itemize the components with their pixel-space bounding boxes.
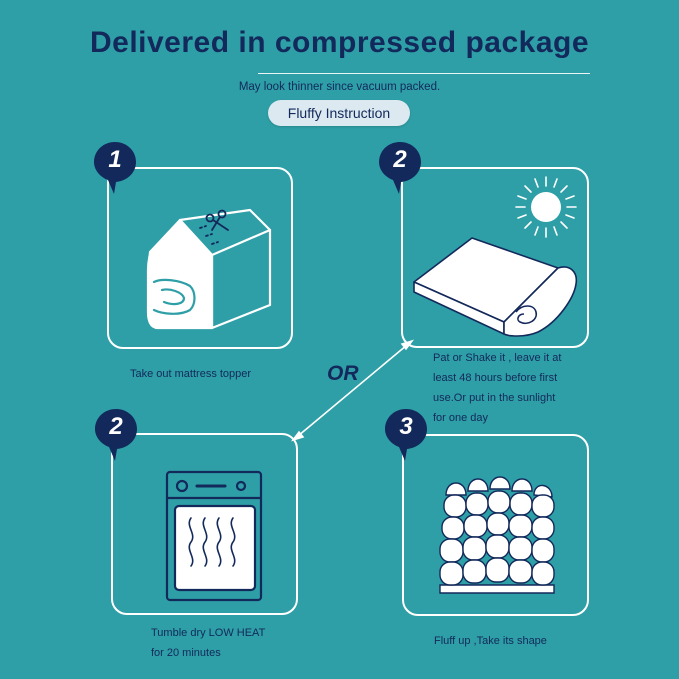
caption-line: Tumble dry LOW HEAT [151, 627, 266, 639]
step-3-caption: Fluff up ,Take its shape [434, 631, 547, 651]
badge-shape-icon [385, 409, 427, 461]
caption-line: Fluff up ,Take its shape [434, 635, 547, 647]
step-3-number: 3 [399, 413, 413, 440]
badge-shape-icon [94, 142, 136, 194]
step-2-dryer-caption: Tumble dry LOW HEAT for 20 minutes [151, 623, 265, 663]
or-double-arrow-icon [290, 339, 415, 442]
dryer-icon [165, 470, 263, 602]
caption-line: for one day [433, 412, 489, 424]
caption-line: for 20 minutes [151, 647, 221, 659]
scissors-package-icon [146, 208, 272, 330]
badge-shape-icon [95, 409, 137, 461]
step-3-badge: 3 [383, 407, 429, 461]
caption-line: Take out mattress topper [130, 368, 252, 380]
caption-line: use.Or put in the sunlight [433, 392, 556, 404]
badge-shape-icon [379, 142, 421, 194]
step-2-sun-number: 2 [393, 146, 407, 173]
step-1-panel [107, 167, 293, 349]
step-1-number: 1 [108, 146, 122, 173]
step-2-sun-badge: 2 [377, 140, 423, 194]
step-2-sun-caption: Pat or Shake it , leave it at least 48 h… [433, 348, 561, 428]
caption-line: least 48 hours before first [433, 372, 558, 384]
step-3-panel [402, 434, 589, 616]
step-1-caption: Take out mattress topper [130, 364, 251, 384]
step-1-badge: 1 [92, 140, 138, 194]
step-2-sun-panel [401, 167, 589, 348]
sunlight-rolled-topper-icon [413, 176, 578, 337]
or-label: OR [327, 362, 359, 385]
step-2-dryer-badge: 2 [93, 407, 139, 461]
caption-line: Pat or Shake it , leave it at [433, 352, 562, 364]
fluffy-instruction-button[interactable]: Fluffy Instruction [268, 100, 410, 126]
step-2-dryer-panel [111, 433, 298, 615]
title-divider [258, 73, 590, 74]
page-title: Delivered in compressed package [89, 26, 590, 59]
step-2-dryer-number: 2 [109, 413, 123, 440]
fluffy-topper-icon [439, 476, 555, 594]
page-subtitle: May look thinner since vacuum packed. [238, 81, 441, 93]
